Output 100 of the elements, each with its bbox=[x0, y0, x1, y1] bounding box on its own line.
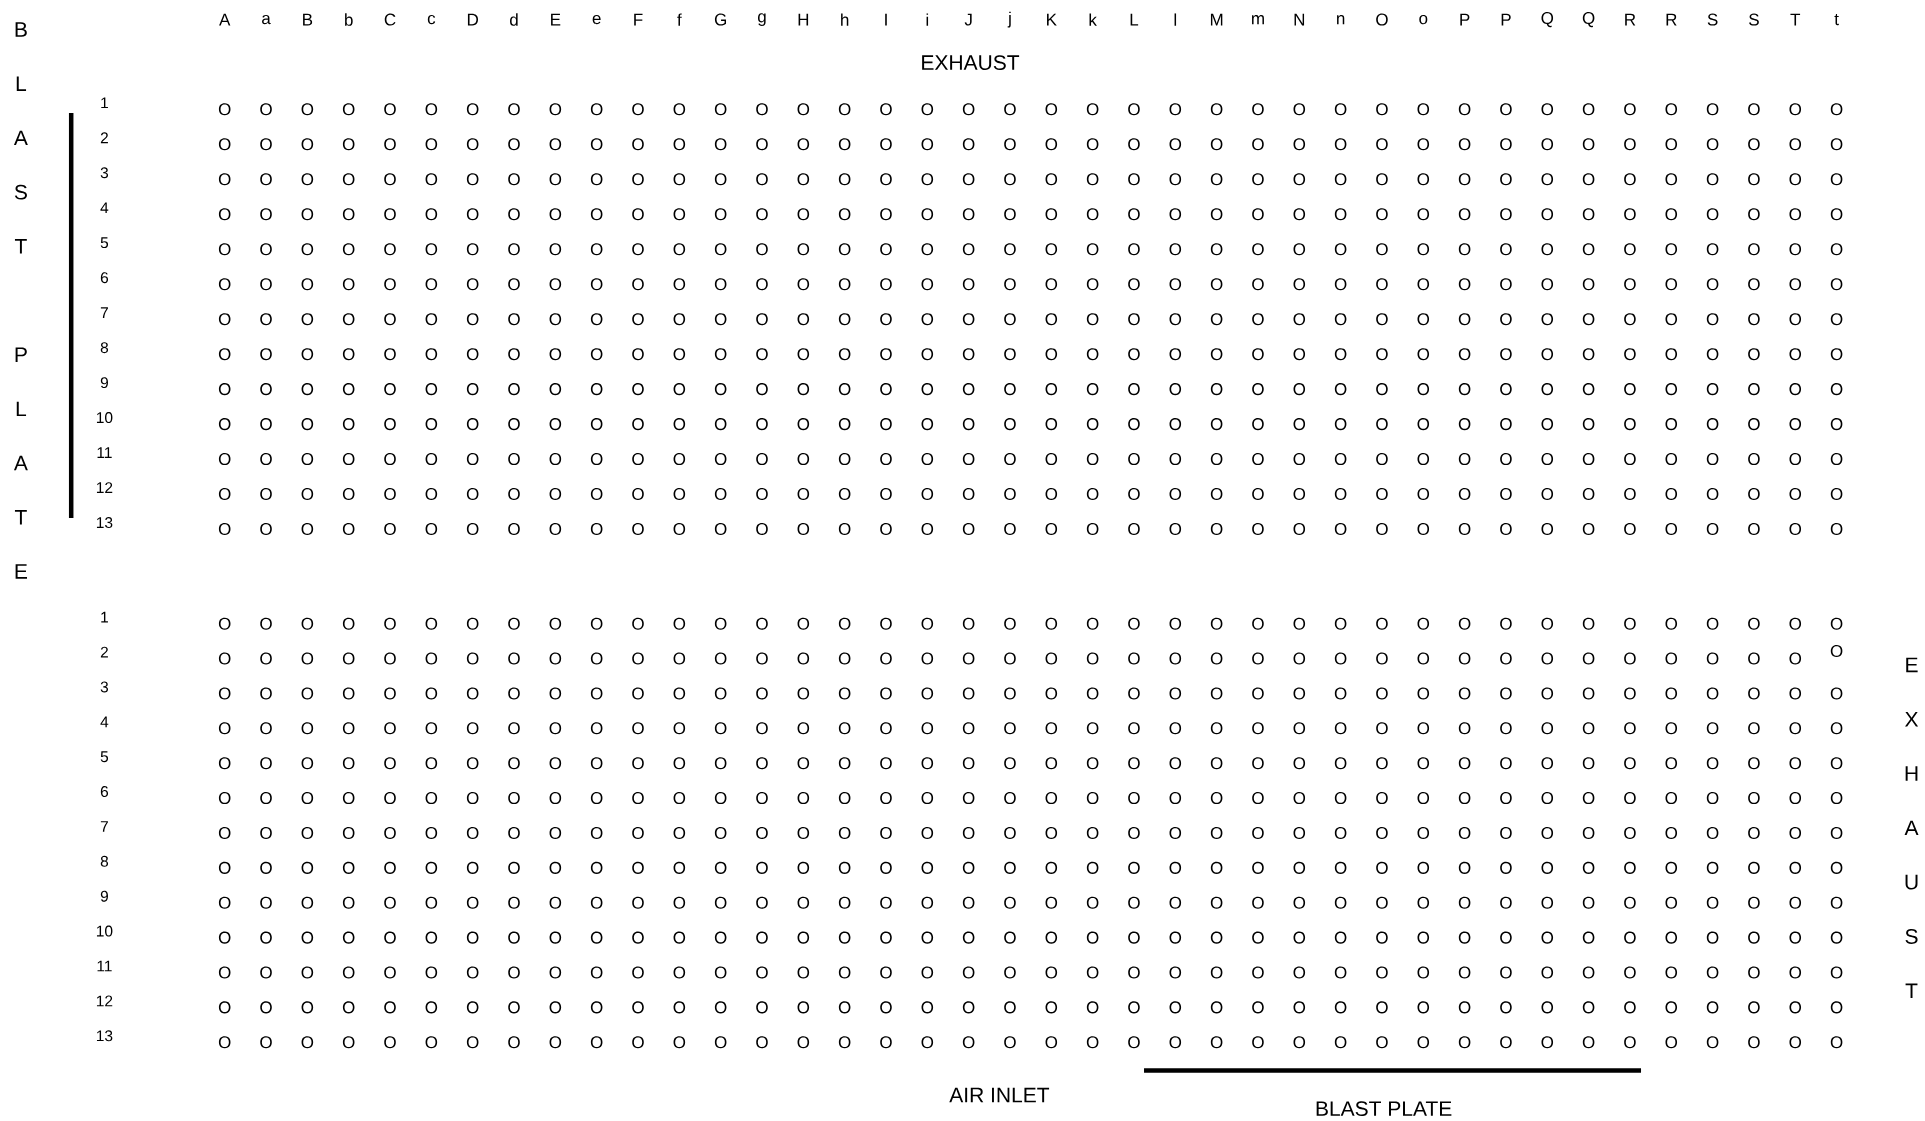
column-letter: P bbox=[1460, 13, 1470, 26]
grid-mark: O bbox=[508, 383, 520, 396]
grid-mark: O bbox=[1500, 896, 1512, 909]
vertical-label-letter: L bbox=[16, 76, 27, 91]
grid-mark: O bbox=[880, 826, 892, 839]
grid-mark: O bbox=[1748, 861, 1760, 874]
grid-mark: O bbox=[673, 792, 686, 805]
grid-mark: O bbox=[218, 826, 231, 839]
grid-mark: O bbox=[1458, 722, 1471, 735]
grid-mark: O bbox=[508, 617, 520, 630]
column-letter: n bbox=[1337, 15, 1345, 25]
row-number: 9 bbox=[100, 377, 108, 389]
grid-mark: O bbox=[1334, 617, 1347, 630]
grid-mark: O bbox=[1334, 383, 1347, 396]
grid-mark: O bbox=[1376, 652, 1388, 665]
grid-mark: O bbox=[714, 488, 727, 501]
column-letter: Q bbox=[1582, 12, 1595, 28]
column-letter: P bbox=[1501, 13, 1511, 26]
grid-mark: O bbox=[1789, 722, 1802, 735]
grid-mark: O bbox=[962, 861, 975, 874]
grid-mark: O bbox=[756, 792, 768, 805]
grid-mark: O bbox=[1334, 278, 1347, 291]
grid-mark: O bbox=[1169, 488, 1182, 501]
grid-mark: O bbox=[218, 208, 231, 221]
vertical-label-letter: A bbox=[13, 455, 28, 471]
grid-mark: O bbox=[962, 617, 975, 630]
grid-mark: O bbox=[673, 453, 686, 466]
grid-mark: O bbox=[384, 966, 396, 979]
grid-mark: O bbox=[1376, 792, 1388, 805]
grid-mark: O bbox=[1210, 931, 1223, 944]
grid-mark: O bbox=[673, 243, 686, 256]
grid-mark: O bbox=[342, 103, 355, 116]
grid-mark: O bbox=[301, 1036, 314, 1049]
grid-mark: O bbox=[1665, 826, 1678, 839]
grid-mark: O bbox=[1624, 722, 1636, 735]
grid-mark: O bbox=[1706, 1001, 1719, 1014]
grid-mark: O bbox=[1252, 1036, 1264, 1049]
grid-mark: O bbox=[549, 687, 562, 700]
grid-mark: O bbox=[921, 488, 934, 501]
grid-mark: O bbox=[921, 383, 934, 396]
grid-mark: O bbox=[880, 861, 892, 874]
grid-mark: O bbox=[1789, 173, 1802, 186]
column-letter: A bbox=[219, 13, 231, 26]
grid-mark: O bbox=[632, 826, 644, 839]
grid-mark: O bbox=[632, 313, 644, 326]
grid-mark: O bbox=[1045, 138, 1058, 151]
grid-mark: O bbox=[1830, 103, 1843, 116]
grid-mark: O bbox=[1706, 418, 1719, 431]
grid-mark: O bbox=[962, 488, 975, 501]
grid-mark: O bbox=[1830, 966, 1843, 979]
grid-mark: O bbox=[342, 652, 355, 665]
grid-mark: O bbox=[1004, 931, 1016, 944]
vertical-label-letter: H bbox=[1905, 766, 1918, 781]
grid-mark: O bbox=[1376, 931, 1388, 944]
grid-mark: O bbox=[1624, 861, 1636, 874]
grid-mark: O bbox=[1624, 617, 1636, 630]
grid-mark: O bbox=[797, 1036, 810, 1049]
grid-mark: O bbox=[1128, 453, 1140, 466]
grid-mark: O bbox=[425, 348, 438, 361]
grid-mark: O bbox=[1458, 208, 1471, 221]
grid-mark: O bbox=[1004, 453, 1016, 466]
grid-mark: O bbox=[1293, 523, 1306, 536]
vertical-label-letter: A bbox=[13, 130, 28, 146]
grid-mark: O bbox=[1458, 103, 1471, 116]
grid-mark: O bbox=[590, 103, 603, 116]
column-letter: F bbox=[634, 13, 643, 26]
grid-mark: O bbox=[384, 792, 396, 805]
grid-mark: O bbox=[1417, 896, 1430, 909]
grid-mark: O bbox=[1541, 173, 1554, 186]
grid-mark: O bbox=[1417, 453, 1430, 466]
grid-mark: O bbox=[301, 757, 314, 770]
grid-mark: O bbox=[1210, 966, 1223, 979]
row-number: 4 bbox=[100, 202, 109, 214]
grid-mark: O bbox=[425, 687, 438, 700]
grid-mark: O bbox=[1169, 243, 1182, 256]
grid-mark: O bbox=[1706, 488, 1719, 501]
grid-mark: O bbox=[1748, 722, 1760, 735]
column-letter: K bbox=[1047, 13, 1057, 26]
grid-mark: O bbox=[962, 792, 975, 805]
grid-mark: O bbox=[1500, 453, 1512, 466]
grid-mark: O bbox=[1293, 138, 1306, 151]
vertical-label-letter: T bbox=[14, 510, 27, 525]
grid-mark: O bbox=[1830, 453, 1843, 466]
grid-mark: O bbox=[1624, 383, 1636, 396]
grid-mark: O bbox=[1004, 278, 1016, 291]
grid-mark: O bbox=[425, 931, 438, 944]
grid-mark: O bbox=[1334, 243, 1347, 256]
grid-mark: O bbox=[962, 453, 975, 466]
grid-mark: O bbox=[549, 931, 562, 944]
grid-mark: O bbox=[632, 173, 644, 186]
grid-mark: O bbox=[260, 138, 272, 151]
grid-mark: O bbox=[1086, 896, 1099, 909]
grid-mark: O bbox=[218, 418, 231, 431]
grid-mark: O bbox=[1748, 523, 1760, 536]
grid-mark: O bbox=[1210, 383, 1223, 396]
grid-mark: O bbox=[218, 383, 231, 396]
grid-mark: O bbox=[508, 826, 520, 839]
grid-mark: O bbox=[880, 418, 892, 431]
grid-mark: O bbox=[1086, 453, 1099, 466]
grid-mark: O bbox=[1045, 488, 1058, 501]
